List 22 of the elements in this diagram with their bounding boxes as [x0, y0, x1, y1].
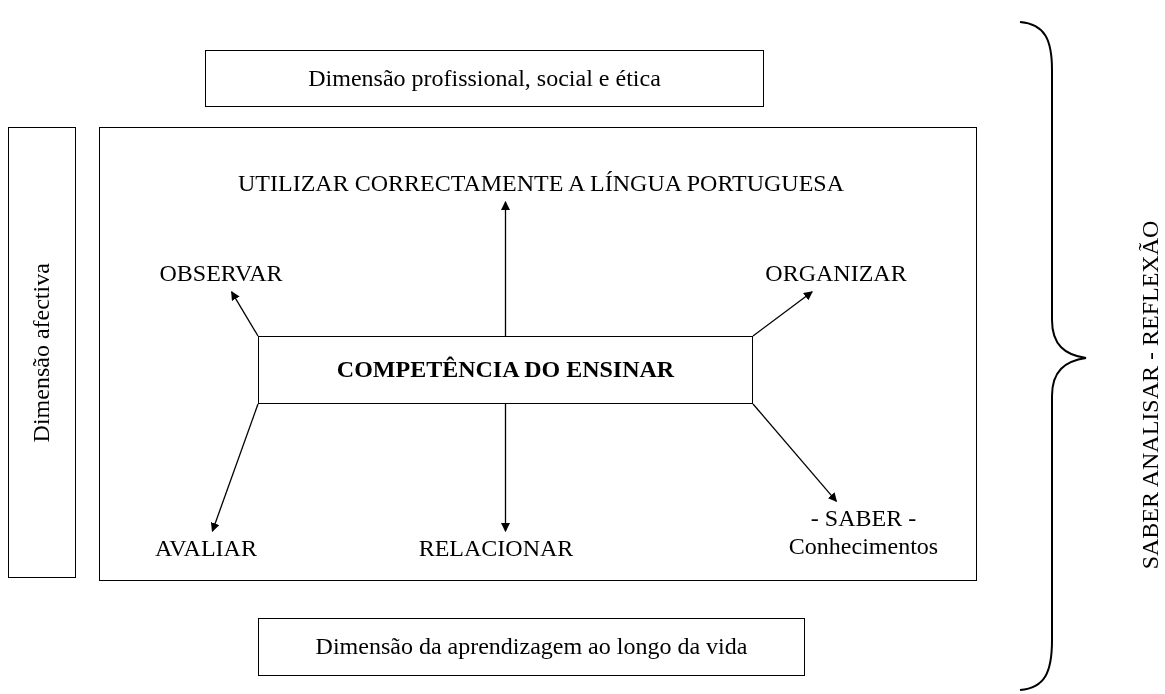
concept-label: OBSERVAR	[159, 260, 283, 288]
concept-label: RELACIONAR	[418, 535, 574, 563]
vertical-text-box	[8, 127, 76, 578]
concept-label: ORGANIZAR	[765, 260, 907, 288]
arrow	[230, 291, 259, 337]
vertical-label: SABER ANALISAR - REFLEXÃO	[1136, 220, 1164, 570]
concept-label: - SABER - Conhecimentos	[787, 505, 940, 561]
concept-label: UTILIZAR CORRECTAMENTE A LÍNGUA PORTUGUESA	[238, 170, 844, 198]
box-label: Dimensão afectiva	[28, 262, 56, 443]
concept-label: AVALIAR	[155, 535, 257, 563]
arrow	[752, 403, 838, 503]
arrow	[752, 291, 813, 337]
arrow	[210, 403, 259, 533]
text-box	[258, 336, 753, 404]
frame-box	[99, 127, 977, 581]
text-box	[205, 50, 764, 107]
arrow	[501, 200, 510, 337]
box-title: COMPETÊNCIA DO ENSINAR	[336, 356, 675, 384]
text-box	[258, 618, 805, 676]
box-label: Dimensão da aprendizagem ao longo da vida	[315, 633, 748, 661]
box-label: Dimensão profissional, social e ética	[308, 64, 661, 93]
arrow	[501, 403, 510, 533]
